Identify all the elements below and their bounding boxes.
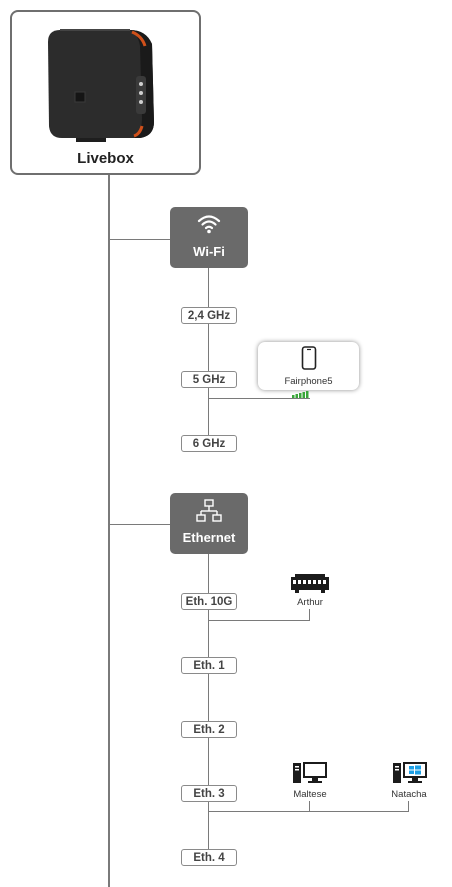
port-pill-eth-10g[interactable]: Eth. 10G (181, 593, 237, 610)
port-pill-eth-3[interactable]: Eth. 3 (181, 785, 237, 802)
maltese-drop-line (309, 801, 310, 812)
wifi-category-label: Wi-Fi (193, 244, 225, 259)
livebox-label: Livebox (77, 150, 134, 167)
device-label-fairphone5: Fairphone5 (284, 376, 333, 387)
wifi-category-box[interactable]: Wi-Fi (170, 207, 248, 268)
livebox-card[interactable]: Livebox (10, 10, 201, 175)
eth3-link-line (208, 811, 409, 812)
band-pill-5ghz[interactable]: 5 GHz (181, 371, 237, 388)
port-pill-eth-2[interactable]: Eth. 2 (181, 721, 237, 738)
natacha-drop-line (408, 801, 409, 812)
device-node-natacha[interactable]: Natacha (381, 761, 437, 801)
wifi-bands-line (208, 268, 209, 436)
network-icon (196, 499, 222, 522)
device-label-arthur: Arthur (297, 597, 323, 608)
livebox-router-image (48, 29, 154, 142)
ethernet-category-label: Ethernet (182, 530, 236, 545)
wifi-branch-line (109, 239, 170, 240)
arthur-link-line (208, 620, 310, 621)
device-card-fairphone5[interactable]: Fairphone5 (258, 342, 359, 390)
windows-computer-icon (393, 762, 427, 783)
ethernet-category-box[interactable]: Ethernet (170, 493, 248, 554)
arthur-drop-line (309, 609, 310, 621)
signal-strength-icon (292, 391, 309, 398)
port-pill-eth-1[interactable]: Eth. 1 (181, 657, 237, 674)
wifi-icon (197, 215, 221, 234)
band-pill-6ghz[interactable]: 6 GHz (181, 435, 237, 452)
device-node-maltese[interactable]: Maltese (282, 761, 338, 801)
band-pill-2-4ghz[interactable]: 2,4 GHz (181, 307, 237, 324)
desktop-computer-icon (293, 762, 327, 783)
fairphone-link-line (208, 398, 310, 399)
device-label-natacha: Natacha (391, 789, 427, 800)
trunk-line (108, 175, 110, 887)
port-pill-eth-4[interactable]: Eth. 4 (181, 849, 237, 866)
ethernet-branch-line (109, 524, 170, 525)
smartphone-icon (301, 346, 317, 370)
ethernet-ports-line (208, 554, 209, 850)
device-node-arthur[interactable]: Arthur (282, 573, 338, 609)
network-switch-icon (291, 574, 329, 593)
device-label-maltese: Maltese (293, 789, 327, 800)
